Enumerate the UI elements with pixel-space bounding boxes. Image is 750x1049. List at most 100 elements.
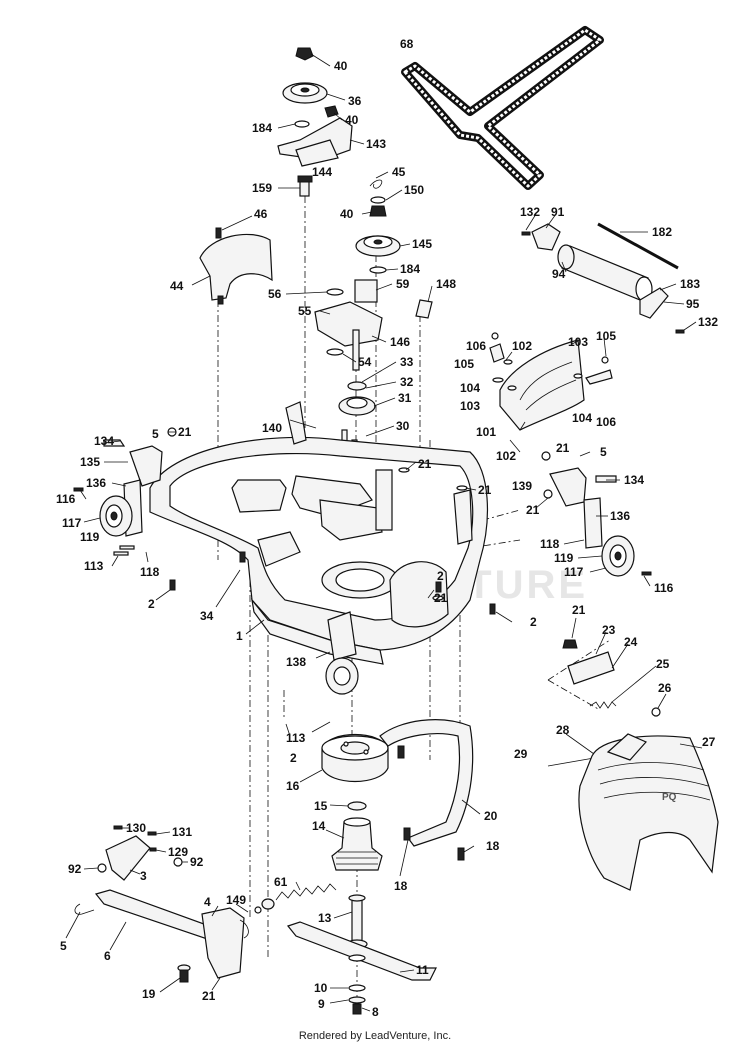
part-label: 129 bbox=[168, 845, 188, 859]
part-label: 24 bbox=[624, 635, 638, 649]
part-label: 134 bbox=[624, 473, 644, 487]
part-label: 56 bbox=[268, 287, 282, 301]
part-label: 40 bbox=[334, 59, 348, 73]
part-label: 136 bbox=[86, 476, 106, 490]
part-label: 68 bbox=[400, 37, 414, 51]
part-label: 9 bbox=[318, 997, 325, 1011]
part-label: 92 bbox=[190, 855, 204, 869]
part-label: 21 bbox=[478, 483, 492, 497]
idler-pulley-145 bbox=[354, 179, 433, 319]
part-label: 105 bbox=[596, 329, 616, 343]
part-label: 3 bbox=[140, 869, 147, 883]
part-label: 25 bbox=[656, 657, 670, 671]
part-label: 101 bbox=[476, 425, 496, 439]
part-label: 55 bbox=[298, 304, 312, 318]
part-label: 32 bbox=[400, 375, 414, 389]
part-label: 119 bbox=[80, 530, 100, 544]
svg-text:PQ: PQ bbox=[662, 792, 677, 803]
part-label: 104 bbox=[572, 411, 592, 425]
part-label: 20 bbox=[484, 809, 498, 823]
part-label: 132 bbox=[520, 205, 540, 219]
part-label: 10 bbox=[314, 981, 328, 995]
part-label: 6 bbox=[104, 949, 111, 963]
part-label: 21 bbox=[556, 441, 570, 455]
part-label: 14 bbox=[312, 819, 326, 833]
part-label: 5 bbox=[600, 445, 607, 459]
part-label: 146 bbox=[390, 335, 410, 349]
part-label: 26 bbox=[658, 681, 672, 695]
belt-guard bbox=[199, 227, 273, 305]
part-label: 11 bbox=[416, 963, 429, 977]
part-label: 183 bbox=[680, 277, 700, 291]
idler-arm bbox=[314, 288, 383, 469]
part-label: 21 bbox=[202, 989, 216, 1003]
support-bracket bbox=[379, 719, 474, 861]
part-label: 106 bbox=[466, 339, 486, 353]
part-label: 102 bbox=[496, 449, 516, 463]
part-label: 2 bbox=[530, 615, 537, 629]
part-label: 2 bbox=[290, 751, 297, 765]
part-label: 159 bbox=[252, 181, 272, 195]
part-label: 40 bbox=[345, 113, 359, 127]
part-label: 2 bbox=[437, 569, 444, 583]
part-label: 94 bbox=[552, 267, 566, 281]
part-label: 31 bbox=[398, 391, 412, 405]
drive-belt bbox=[401, 26, 604, 190]
part-label: 91 bbox=[551, 205, 565, 219]
part-label: 18 bbox=[394, 879, 408, 893]
part-label: 30 bbox=[396, 419, 410, 433]
part-label: 140 bbox=[262, 421, 282, 435]
part-label: 184 bbox=[252, 121, 272, 135]
part-label: 21 bbox=[572, 603, 586, 617]
part-label: 106 bbox=[596, 415, 616, 429]
gauge-wheel-left bbox=[73, 427, 246, 591]
part-label: 134 bbox=[94, 434, 114, 448]
part-label: 118 bbox=[540, 537, 560, 551]
part-label: 103 bbox=[568, 335, 588, 349]
part-label: 116 bbox=[654, 581, 674, 595]
part-label: 149 bbox=[226, 893, 246, 907]
part-label: 143 bbox=[366, 137, 386, 151]
part-label: 131 bbox=[172, 825, 192, 839]
part-label: 117 bbox=[564, 565, 584, 579]
discharge-chute: PQ bbox=[578, 733, 719, 891]
part-label: 113 bbox=[84, 559, 104, 573]
part-label: 23 bbox=[602, 623, 616, 637]
mower-deck-housing bbox=[149, 401, 488, 665]
part-label: 148 bbox=[436, 277, 456, 291]
part-label: 44 bbox=[170, 279, 184, 293]
part-label: 136 bbox=[610, 509, 630, 523]
part-label: 132 bbox=[698, 315, 718, 329]
part-label: 46 bbox=[254, 207, 268, 221]
part-label: 33 bbox=[400, 355, 414, 369]
part-label: 36 bbox=[348, 94, 362, 108]
part-label: 13 bbox=[318, 911, 332, 925]
part-label: 116 bbox=[56, 492, 76, 506]
part-label: 150 bbox=[404, 183, 424, 197]
part-label: 104 bbox=[460, 381, 480, 395]
part-label: 61 bbox=[274, 875, 288, 889]
part-label: 138 bbox=[286, 655, 306, 669]
part-label: 5 bbox=[152, 427, 159, 441]
part-label: 40 bbox=[340, 207, 354, 221]
part-label: 21 bbox=[178, 425, 192, 439]
front-wheel-138 bbox=[325, 611, 359, 695]
lift-link-assembly bbox=[74, 825, 249, 983]
part-label: 130 bbox=[126, 821, 146, 835]
part-label: 18 bbox=[486, 839, 500, 853]
part-label: 8 bbox=[372, 1005, 379, 1019]
part-label: 182 bbox=[652, 225, 672, 239]
footer-credit: Rendered by LeadVenture, Inc. bbox=[298, 1030, 452, 1042]
part-label: 16 bbox=[286, 779, 300, 793]
part-label: 54 bbox=[358, 355, 372, 369]
part-label: 21 bbox=[526, 503, 540, 517]
part-label: 135 bbox=[80, 455, 100, 469]
part-label: 21 bbox=[418, 457, 432, 471]
part-label: 184 bbox=[400, 262, 420, 276]
part-label: 144 bbox=[312, 165, 332, 179]
part-label: 95 bbox=[686, 297, 700, 311]
part-label: 145 bbox=[412, 237, 432, 251]
part-label: 102 bbox=[512, 339, 532, 353]
part-label: 105 bbox=[454, 357, 474, 371]
